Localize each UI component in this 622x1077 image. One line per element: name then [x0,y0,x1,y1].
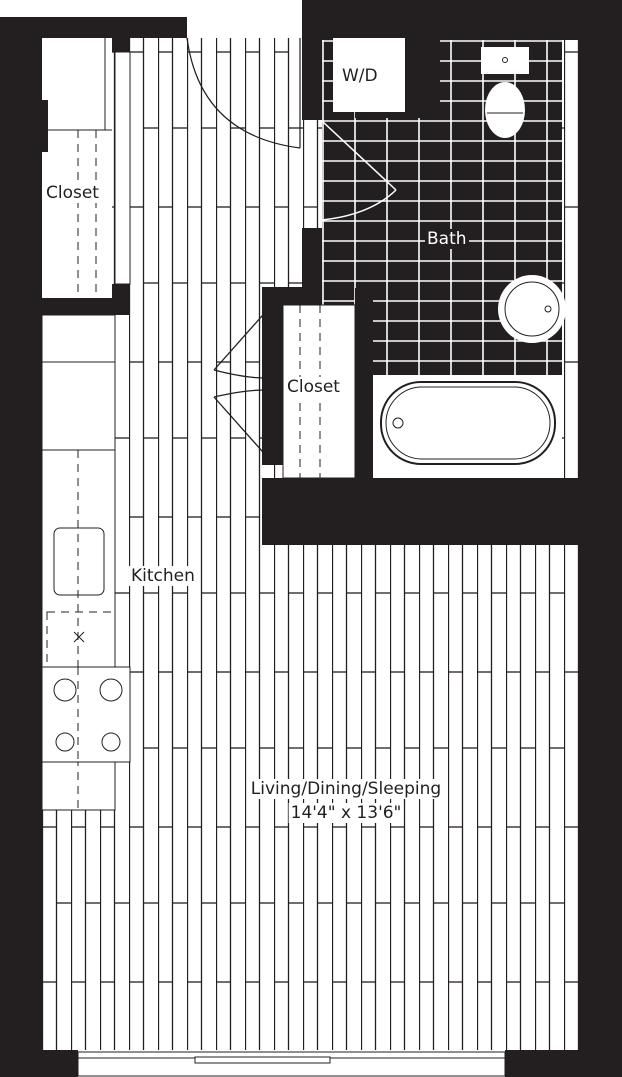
room-label-closet-center: Closet [285,377,342,397]
sink-icon [498,275,566,343]
room-label-kitchen: Kitchen [129,566,197,586]
room-label-bath: Bath [425,229,469,249]
kitchen-counter [41,314,131,811]
room-label-closet-left: Closet [44,183,101,203]
toilet-icon [481,47,529,138]
bathtub-icon [380,381,556,465]
kitchen-sink-icon [53,527,105,596]
window [77,1051,506,1077]
bath-door [321,120,397,221]
room-dimensions-living: 14'4" x 13'6" [288,803,404,823]
closet-left [38,38,131,298]
room-label-living: Living/Dining/Sleeping [248,779,444,799]
room-label-wd: W/D [340,66,380,86]
entry-door [186,37,301,149]
